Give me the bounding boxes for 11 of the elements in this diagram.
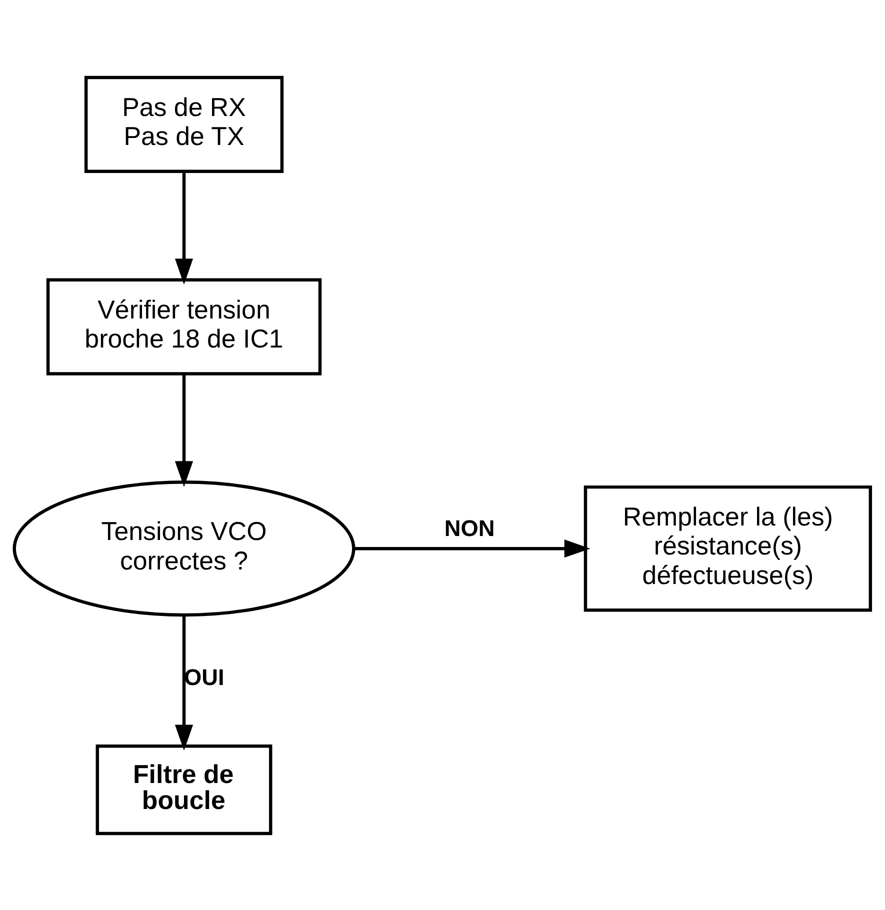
node-box: Pas de RX Pas de TX: [84, 75, 284, 172]
edge-label: NON: [444, 514, 495, 540]
arrow: [174, 374, 194, 487]
node-ellipse: Tensions VCO correctes ?: [12, 480, 356, 616]
node-box: Vérifier tension broche 18 de IC1: [46, 278, 322, 375]
node-box: Remplacer la (les) résistance(s) défectueuse(s): [584, 484, 872, 612]
arrow: [174, 614, 194, 750]
node-box: Filtre de boucle: [96, 744, 272, 835]
arrow: [354, 539, 590, 558]
edge-label: OUI: [184, 663, 224, 690]
arrow: [174, 171, 194, 284]
